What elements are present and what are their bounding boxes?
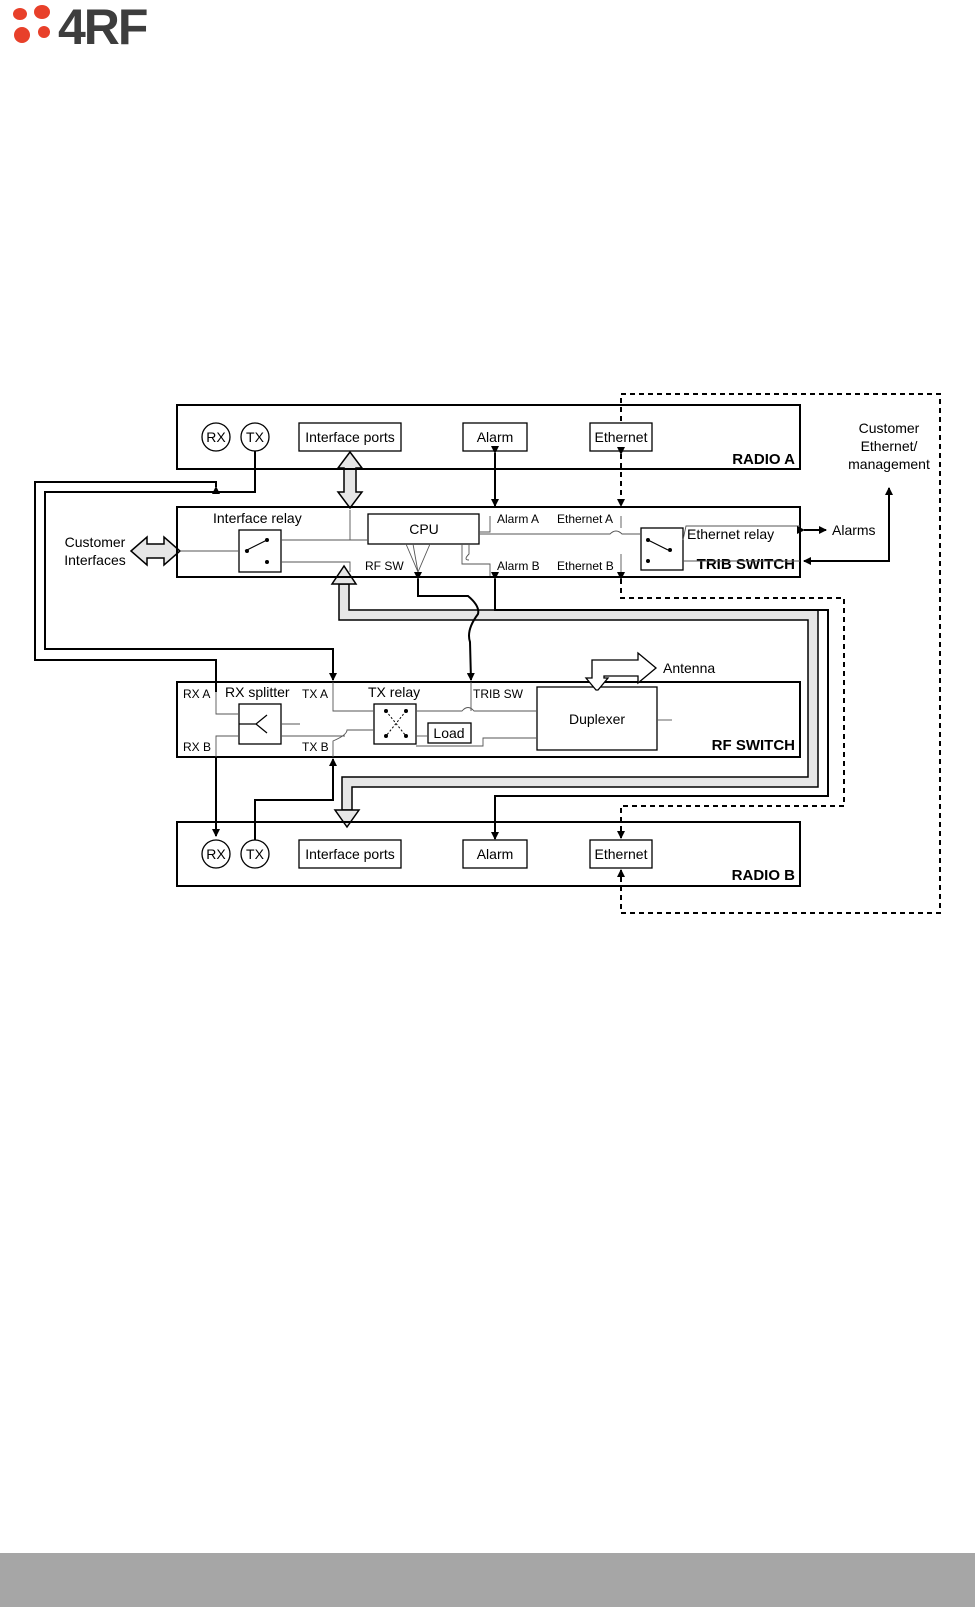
tx-b-label: TX B [302, 740, 329, 754]
customer-ethernet-label-line2: Ethernet/ [861, 438, 918, 454]
interface-relay-switch-icon [244, 538, 269, 564]
radio-a-interface-ports-box [298, 422, 402, 452]
ethernet-relay-box [640, 527, 684, 571]
radio-b: RX TX Interface ports Alarm Ethernet RAD… [176, 821, 801, 887]
radio-b-interface-ports-label: Interface ports [305, 846, 395, 862]
radio-a-alarm-label: Alarm [477, 429, 514, 445]
radio-b-rx-port [201, 839, 231, 869]
rx-splitter-label: RX splitter [225, 684, 290, 700]
alarms-label: Alarms [832, 522, 876, 538]
radio-a-title: RADIO A [732, 451, 795, 468]
rf-sw-label: RF SW [365, 559, 404, 573]
radio-a-rx-label: RX [206, 429, 226, 445]
radio-a-rx-port [201, 422, 231, 452]
radio-b-interface-ports-box [298, 839, 402, 869]
alarm-a-label: Alarm A [497, 512, 539, 526]
tx-a-label: TX A [302, 687, 328, 701]
interface-bus [129, 450, 819, 829]
tx-relay-crossover-icon [384, 709, 408, 738]
antenna-label: Antenna [663, 660, 715, 676]
radio-a: RX TX Interface ports Alarm Ethernet RAD… [176, 404, 801, 470]
ethernet-management-connections [617, 393, 941, 914]
logo-text: 4RF [58, 2, 147, 48]
radio-b-title: RADIO B [732, 867, 796, 884]
rf-switch-title: RF SWITCH [712, 737, 795, 754]
radio-a-ethernet-label: Ethernet [595, 429, 648, 445]
rf-switch: RX A RX splitter TX A TX relay TRIB SW L… [176, 681, 801, 758]
company-logo: 4RF [13, 2, 149, 48]
rx-splitter-icon [239, 714, 268, 734]
load-label: Load [433, 725, 464, 741]
tx-relay-label: TX relay [368, 684, 420, 700]
customer-interfaces-label-line1: Customer [65, 534, 126, 550]
rx-a-label: RX A [183, 687, 210, 701]
rx-b-label: RX B [183, 740, 211, 754]
duplexer-label: Duplexer [569, 711, 625, 727]
customer-ethernet-label-line3: management [848, 456, 930, 472]
trib-switch-title: TRIB SWITCH [697, 556, 795, 573]
redundancy-block-diagram: RX TX Interface ports Alarm Ethernet RAD… [34, 393, 941, 914]
radio-b-tx-label: TX [246, 846, 265, 862]
load-box [427, 722, 472, 744]
footer-bar [0, 1553, 975, 1607]
external-labels: Customer Interfaces Customer Ethernet/ m… [64, 420, 930, 676]
radio-b-alarm-label: Alarm [477, 846, 514, 862]
radio-a-tx-label: TX [246, 429, 265, 445]
radio-b-ethernet-label: Ethernet [595, 846, 648, 862]
trib-switch: Interface relay CPU Alarm A Ethernet A E… [176, 506, 801, 578]
trib-sw-label: TRIB SW [473, 687, 524, 701]
cpu-box [367, 513, 480, 545]
logo-dots [13, 5, 50, 43]
ethernet-relay-switch-icon [646, 538, 672, 563]
radio-b-alarm-box [462, 839, 528, 869]
ethernet-relay-label: Ethernet relay [687, 526, 774, 542]
interface-relay-label: Interface relay [213, 510, 302, 526]
radio-b-ethernet-box [589, 839, 653, 869]
ethernet-b-label: Ethernet B [557, 559, 614, 573]
ethernet-a-label: Ethernet A [557, 512, 613, 526]
customer-ethernet-label-line1: Customer [859, 420, 920, 436]
alarm-b-label: Alarm B [497, 559, 540, 573]
customer-interfaces-label-line2: Interfaces [64, 552, 125, 568]
radio-b-rx-label: RX [206, 846, 226, 862]
radio-a-interface-ports-label: Interface ports [305, 429, 395, 445]
cpu-label: CPU [409, 521, 439, 537]
